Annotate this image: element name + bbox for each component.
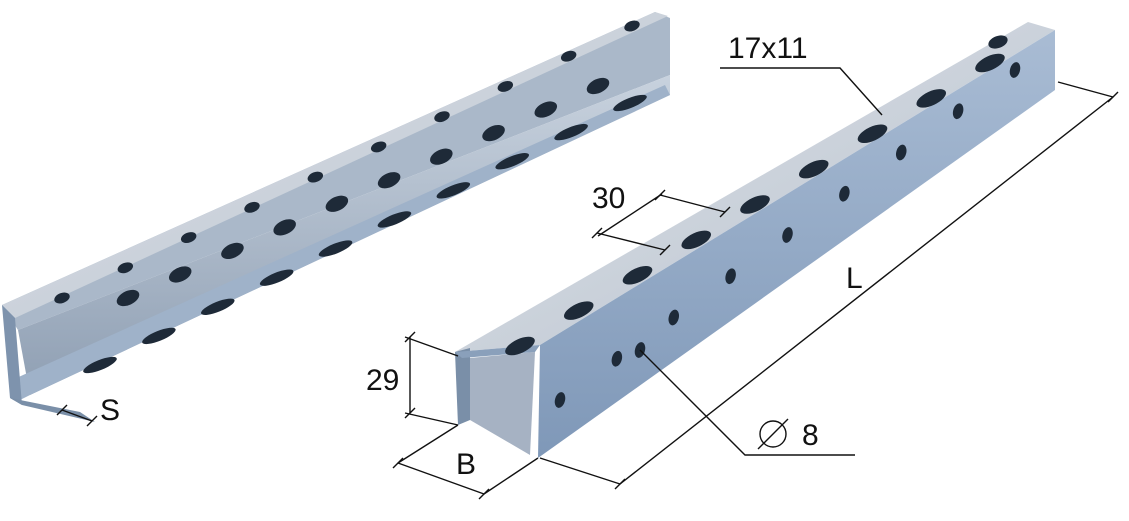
left-bottom-slot <box>377 211 412 228</box>
height-ext-top <box>404 336 459 357</box>
left-bottom-slot <box>200 298 235 315</box>
dimension-tick <box>404 331 416 343</box>
dimension-tick <box>392 457 404 469</box>
left-top-hole <box>560 50 577 62</box>
dimension-tick <box>614 478 626 490</box>
right-top-slot <box>681 230 712 250</box>
right-top-slot <box>857 124 888 144</box>
left-inner-hole <box>534 101 558 118</box>
left-inner-hole <box>482 124 505 142</box>
left-top-hole <box>497 81 514 92</box>
right-top-slot <box>916 89 947 108</box>
diameter-leader <box>639 349 855 456</box>
left-top-hole <box>117 262 134 274</box>
right-top-slot <box>505 336 535 356</box>
thickness-line <box>61 409 93 422</box>
left-top-hole <box>434 111 450 123</box>
left-bottom-slot <box>436 182 471 199</box>
width-ext-left <box>397 424 459 464</box>
dimension-tick <box>654 189 666 201</box>
thickness-label: S <box>100 394 120 427</box>
left-bottom-slot <box>495 153 530 170</box>
right-top-slot <box>740 195 770 214</box>
right-top-slot <box>563 301 594 320</box>
left-bottom-slot <box>613 94 647 112</box>
left-top-hole <box>370 141 387 153</box>
right-side-hole <box>725 268 736 285</box>
width-label: B <box>456 448 476 481</box>
pitch-label: 30 <box>592 182 625 215</box>
right-side-hole <box>782 227 793 243</box>
right-side-hole <box>895 144 907 161</box>
left-inner-hole <box>325 195 349 212</box>
dimension-tick <box>1107 91 1119 103</box>
right-top-slot <box>622 265 653 285</box>
right-channel-inner-shadow <box>470 352 535 455</box>
right-top-slot <box>975 53 1005 73</box>
left-top-hole <box>307 171 324 183</box>
dimension-tick <box>86 415 98 427</box>
hole-size-label: 17x11 <box>728 32 808 65</box>
right-top-slot <box>798 159 829 179</box>
left-inner-hole <box>168 266 192 283</box>
left-channel <box>2 12 670 422</box>
right-end-hole <box>988 35 1008 49</box>
width-ext-right <box>483 457 539 495</box>
right-channel-side-wall <box>538 30 1055 458</box>
right-side-hole <box>611 350 623 367</box>
length-line <box>619 96 1114 485</box>
right-channel-holes <box>505 35 1021 408</box>
dimension-tick <box>56 404 68 416</box>
left-bottom-slot <box>142 327 176 345</box>
length-ext-bottom <box>539 457 621 485</box>
left-inner-hole <box>116 289 140 307</box>
pitch-line-lower <box>596 232 666 251</box>
width-line <box>397 462 485 495</box>
left-inner-hole <box>377 172 401 189</box>
length-label: L <box>846 262 863 295</box>
dimension-ticks <box>56 91 1119 500</box>
left-channel-holes <box>54 20 647 374</box>
pitch-line-upper <box>659 194 726 213</box>
left-channel-end-base <box>10 398 95 422</box>
right-side-hole <box>668 309 680 326</box>
left-bottom-slot <box>318 240 353 257</box>
hole-size-leader <box>720 67 883 116</box>
left-top-hole <box>180 232 197 243</box>
dimension-tick <box>659 244 671 256</box>
height-ext-bottom <box>404 412 459 426</box>
dimension-tick <box>478 488 490 500</box>
right-side-hole <box>952 103 964 120</box>
length-ext-top <box>1057 81 1114 98</box>
right-channel-top-face <box>455 22 1055 352</box>
dimension-tick <box>591 227 603 239</box>
dimension-tick <box>719 206 731 218</box>
right-channel-end-left-leg <box>455 348 470 425</box>
left-bottom-slot <box>259 269 294 286</box>
left-inner-hole <box>273 219 296 236</box>
diameter-label: 8 <box>802 419 819 452</box>
dimension-lines <box>56 67 1119 500</box>
left-channel-end <box>2 305 22 405</box>
left-inner-hole <box>430 148 453 165</box>
right-channel <box>455 22 1055 458</box>
left-inner-hole <box>586 77 610 95</box>
left-top-hole <box>54 292 70 304</box>
left-top-hole <box>624 20 640 32</box>
left-inner-hole <box>221 242 244 260</box>
height-label: 29 <box>366 364 399 397</box>
pitch-extent <box>597 193 663 237</box>
left-bottom-slot <box>83 356 117 374</box>
diameter-symbol-slash <box>757 418 789 450</box>
right-side-hole <box>839 185 850 202</box>
left-top-hole <box>244 201 260 213</box>
right-side-hole <box>554 392 566 408</box>
left-bottom-slot <box>554 123 588 141</box>
right-side-hole <box>1009 62 1021 78</box>
diameter-symbol <box>759 420 787 448</box>
dimension-tick <box>404 407 416 419</box>
